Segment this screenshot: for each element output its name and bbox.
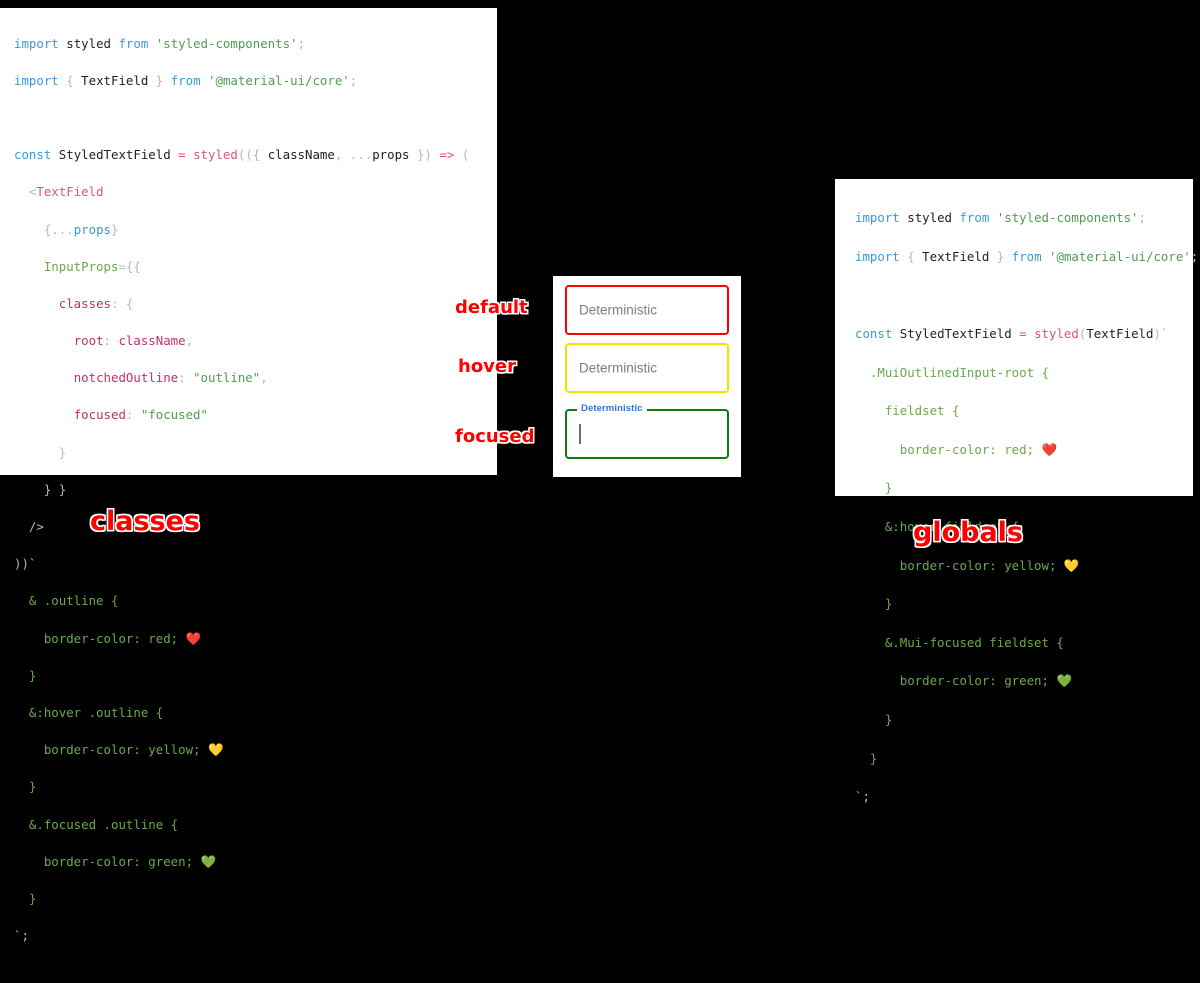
code-line: border-color: red; ❤️ xyxy=(43,630,202,646)
code-line: } xyxy=(28,667,37,683)
code-line: } xyxy=(28,779,37,795)
code-line: <TextField xyxy=(28,184,104,200)
code-line: &.Mui-focused fieldset { xyxy=(884,634,1064,650)
code-line: `; xyxy=(14,928,29,944)
textfield-focused-floating-label: Deterministic xyxy=(577,403,647,414)
code-line: } xyxy=(884,596,893,612)
textfield-hover[interactable]: Deterministic xyxy=(565,343,729,393)
code-panel-globals: import styled from 'styled-components'; … xyxy=(835,179,1199,804)
code-line: root: className, xyxy=(73,333,194,349)
code-line: } xyxy=(28,890,37,906)
code-line: } xyxy=(884,712,893,728)
code-line: `; xyxy=(855,789,870,805)
code-line: import { TextField } from '@material-ui/… xyxy=(14,72,358,88)
code-line: } xyxy=(58,444,67,460)
code-line: const StyledTextField = styled(({ classN… xyxy=(14,147,470,163)
textfield-default[interactable]: Deterministic xyxy=(565,285,729,335)
code-line: import styled from 'styled-components'; xyxy=(14,35,305,51)
textfield-focused[interactable]: Deterministic xyxy=(565,403,729,459)
text-caret xyxy=(579,424,581,444)
code-line: notchedOutline: "outline", xyxy=(73,370,268,386)
code-line: border-color: green; 💚 xyxy=(43,853,217,869)
annotation-hover: hover xyxy=(458,356,516,377)
code-line: &:hover .outline { xyxy=(28,704,164,720)
code-line: import styled from 'styled-components'; xyxy=(855,210,1146,226)
code-line: InputProps={{ xyxy=(43,258,141,274)
code-line: & .outline { xyxy=(28,593,119,609)
code-line: &.focused .outline { xyxy=(28,816,179,832)
caption-globals: globals xyxy=(913,517,1024,548)
textfield-default-text: Deterministic xyxy=(579,302,658,318)
code-line: border-color: green; 💚 xyxy=(899,673,1073,689)
code-line: } xyxy=(869,750,878,766)
textfield-demo-panel: Deterministic Deterministic Deterministi… xyxy=(553,276,741,477)
annotation-default: default xyxy=(455,297,528,318)
code-line: focused: "focused" xyxy=(73,407,208,423)
code-line: fieldset { xyxy=(884,403,960,419)
code-line: &:hover fieldset { xyxy=(884,519,1020,535)
code-line xyxy=(14,109,491,128)
code-line: ))` xyxy=(14,556,37,572)
code-panel-classes: import styled from 'styled-components'; … xyxy=(0,8,497,943)
textfield-hover-text: Deterministic xyxy=(579,360,658,376)
annotation-focused: focused xyxy=(455,426,535,447)
code-line: import { TextField } from '@material-ui/… xyxy=(855,248,1199,264)
code-block-classes: import styled from 'styled-components'; … xyxy=(14,16,491,983)
code-line: border-color: yellow; 💛 xyxy=(899,557,1080,573)
caption-classes: classes xyxy=(90,506,201,537)
code-line xyxy=(855,285,1187,304)
code-line: } } xyxy=(43,481,67,497)
code-line: } xyxy=(884,480,893,496)
code-line: /> xyxy=(28,519,44,535)
code-line: const StyledTextField = styled(TextField… xyxy=(855,326,1169,342)
code-line: {...props} xyxy=(43,221,119,237)
code-line: border-color: yellow; 💛 xyxy=(43,742,224,758)
code-line: .MuiOutlinedInput-root { xyxy=(869,364,1049,380)
code-line: border-color: red; ❤️ xyxy=(899,441,1058,457)
code-line: classes: { xyxy=(58,295,134,311)
